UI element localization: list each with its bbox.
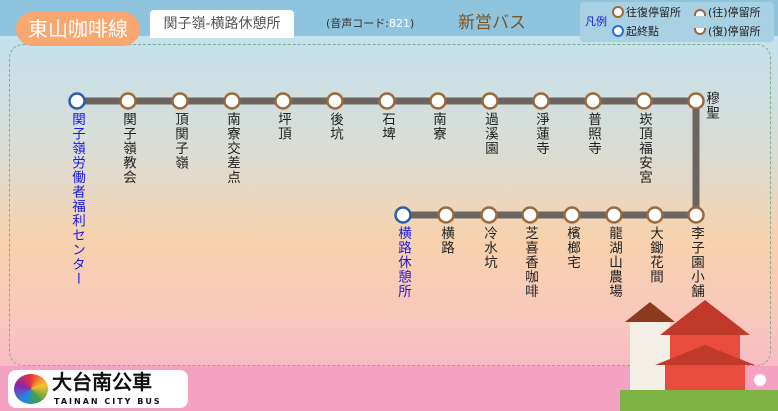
stop-label[interactable]: 普照寺 xyxy=(585,112,601,156)
legend-label: (往)停留所 xyxy=(708,5,761,19)
stop-label[interactable]: 檳榔宅 xyxy=(564,226,580,270)
round-trip-stop-icon xyxy=(612,6,624,18)
return-stop-icon xyxy=(694,27,706,35)
logo-text: 大台南公車 xyxy=(52,370,152,394)
terminal-stop-icon xyxy=(612,25,624,37)
stop-icon xyxy=(437,206,455,224)
stop-icon xyxy=(223,92,241,110)
logo-subtext: TAINAN CITY BUS xyxy=(54,397,162,406)
stop-icon xyxy=(378,92,396,110)
stop-icon xyxy=(532,92,550,110)
stop-label[interactable]: 龍湖山農場 xyxy=(606,226,622,299)
legend-item: 往復停留所 xyxy=(612,5,681,19)
stop-label[interactable]: 関子嶺教会 xyxy=(120,112,136,185)
terminal-stop-label[interactable]: 横路休憩所 xyxy=(395,226,411,299)
legend-item: (復)停留所 xyxy=(694,24,761,38)
stop-icon xyxy=(171,92,189,110)
legend-label: 往復停留所 xyxy=(626,5,681,19)
legend-item: (往)停留所 xyxy=(694,5,761,19)
stop-label[interactable]: 横路 xyxy=(438,226,454,255)
stop-label[interactable]: 冷水坑 xyxy=(481,226,497,270)
route-title: 東山咖啡線 xyxy=(16,12,140,46)
stop-icon xyxy=(635,92,653,110)
stop-label[interactable]: 大鋤花間 xyxy=(647,226,663,284)
voice-code-label: (音声コード: xyxy=(326,17,389,30)
tainan-bus-logo: 大台南公車 TAINAN CITY BUS xyxy=(8,370,188,408)
stop-icon xyxy=(646,206,664,224)
logo-mark-icon xyxy=(14,374,48,404)
stop-icon xyxy=(480,206,498,224)
terminal-stop-label[interactable]: 関子嶺労働者福利センター xyxy=(69,112,85,286)
legend: 凡例 往復停留所 (往)停留所 起終點 (復)停留所 xyxy=(580,2,774,42)
stop-label[interactable]: 坪頂 xyxy=(275,112,291,141)
stop-icon xyxy=(429,92,447,110)
stop-icon xyxy=(481,92,499,110)
legend-item: 起終點 xyxy=(612,24,659,38)
voice-code-close: ) xyxy=(410,17,415,30)
legend-title: 凡例 xyxy=(585,15,607,28)
stop-label[interactable]: 南寮 xyxy=(430,112,446,141)
stop-label[interactable]: 芝喜香咖啡 xyxy=(522,226,538,299)
stop-icon xyxy=(326,92,344,110)
stop-label[interactable]: 穆聖 xyxy=(703,91,719,120)
stop-label[interactable]: 崁頂福安宮 xyxy=(636,112,652,185)
stop-icon xyxy=(687,206,705,224)
route-panel xyxy=(9,44,771,366)
stop-icon xyxy=(521,206,539,224)
operator-name: 新営バス xyxy=(458,13,526,33)
stop-label[interactable]: 石埤 xyxy=(379,112,395,141)
voice-code-value: 821 xyxy=(389,17,410,30)
outbound-stop-icon xyxy=(694,8,706,16)
legend-label: (復)停留所 xyxy=(708,24,761,38)
terminal-stop-icon xyxy=(394,206,412,224)
temple-illustration xyxy=(620,300,778,411)
stop-icon xyxy=(584,92,602,110)
terminal-stop-icon xyxy=(68,92,86,110)
stop-label[interactable]: 後坑 xyxy=(327,112,343,141)
stop-icon xyxy=(563,206,581,224)
tab-direction[interactable]: 関子嶺-横路休憩所 xyxy=(150,10,294,38)
stop-label[interactable]: 淨蓮寺 xyxy=(533,112,549,156)
stop-label[interactable]: 李子園小舗 xyxy=(688,226,704,299)
voice-code: (音声コード:821) xyxy=(326,17,414,31)
stop-icon xyxy=(687,92,705,110)
stop-icon xyxy=(119,92,137,110)
stop-label[interactable]: 過溪園 xyxy=(482,112,498,156)
stop-label[interactable]: 南寮交差点 xyxy=(224,112,240,185)
stop-icon xyxy=(274,92,292,110)
stop-label[interactable]: 頂関子嶺 xyxy=(172,112,188,170)
legend-label: 起終點 xyxy=(626,24,659,38)
stop-icon xyxy=(605,206,623,224)
